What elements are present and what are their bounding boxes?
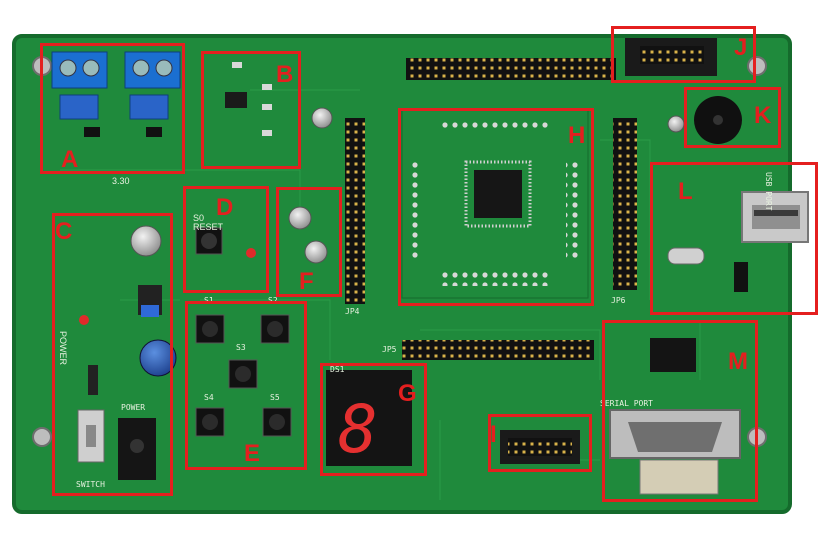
box-header-i (500, 430, 580, 464)
callout-label-c: C (55, 218, 73, 245)
callout-box-k (684, 87, 781, 148)
header-jp6 (613, 118, 637, 290)
silk-power: POWER (58, 331, 68, 366)
callout-label-g: G (398, 380, 417, 407)
silk-s2: S2 (268, 296, 278, 305)
callout-label-j: J (734, 34, 748, 61)
f-capacitors (288, 107, 333, 264)
callout-label-i: I (490, 421, 497, 448)
callout-box-e (185, 301, 307, 470)
buzzer (667, 96, 742, 144)
silk-s3: S3 (236, 343, 246, 352)
mcu-adapter (401, 109, 589, 299)
header-jp4 (345, 118, 365, 304)
callout-box-b (201, 51, 301, 169)
callout-box-f (276, 187, 342, 297)
callout-box-g (320, 363, 427, 476)
callout-label-k: K (754, 102, 772, 129)
terminal-blocks (51, 51, 181, 137)
callout-label-l: L (678, 178, 693, 205)
silk-power-jack: POWER (121, 403, 145, 412)
silk-usb-port: USB PORT (764, 172, 773, 211)
silk-s5: S5 (270, 393, 280, 402)
callout-label-a: A (61, 146, 79, 173)
silk-s1: S1 (204, 296, 214, 305)
silk-3v3: 3.30 (112, 176, 130, 186)
callout-box-a (40, 43, 185, 174)
header-top (406, 58, 616, 80)
silk-switch: SWITCH (76, 480, 105, 489)
silk-jp6: JP6 (611, 296, 626, 305)
seven-segment-display (326, 370, 412, 466)
callout-label-h: H (568, 122, 586, 149)
silk-s4: S4 (204, 393, 214, 402)
callout-box-d (183, 186, 269, 293)
usb-connector (667, 191, 809, 292)
callout-label-m: M (728, 348, 748, 375)
callout-box-h (398, 108, 594, 306)
callout-box-j (611, 26, 756, 83)
silk-jp5: JP5 (382, 345, 397, 354)
silk-ds1: DS1 (330, 365, 345, 374)
callout-label-f: F (299, 268, 314, 295)
mounting-holes (32, 56, 767, 447)
callout-box-i (488, 414, 592, 472)
header-jp5 (402, 340, 594, 360)
silk-reset: RESET (193, 222, 224, 232)
callout-box-c (52, 213, 173, 496)
callout-label-b: B (276, 61, 294, 88)
reset-button-part (195, 227, 256, 258)
power-parts (77, 225, 177, 480)
seven-seg-digit: 8 (338, 391, 378, 468)
push-buttons (195, 314, 292, 437)
box-header-j (625, 38, 717, 76)
silk-s0: S0 (193, 213, 204, 223)
small-ic (225, 62, 272, 136)
callout-label-e: E (244, 440, 261, 467)
callout-box-l (650, 162, 818, 315)
silk-jp4: JP4 (345, 307, 360, 316)
callout-label-d: D (216, 194, 234, 221)
db9-connector (609, 338, 741, 495)
silk-serial-port: SERIAL PORT (600, 399, 653, 408)
callout-box-m (602, 320, 758, 502)
